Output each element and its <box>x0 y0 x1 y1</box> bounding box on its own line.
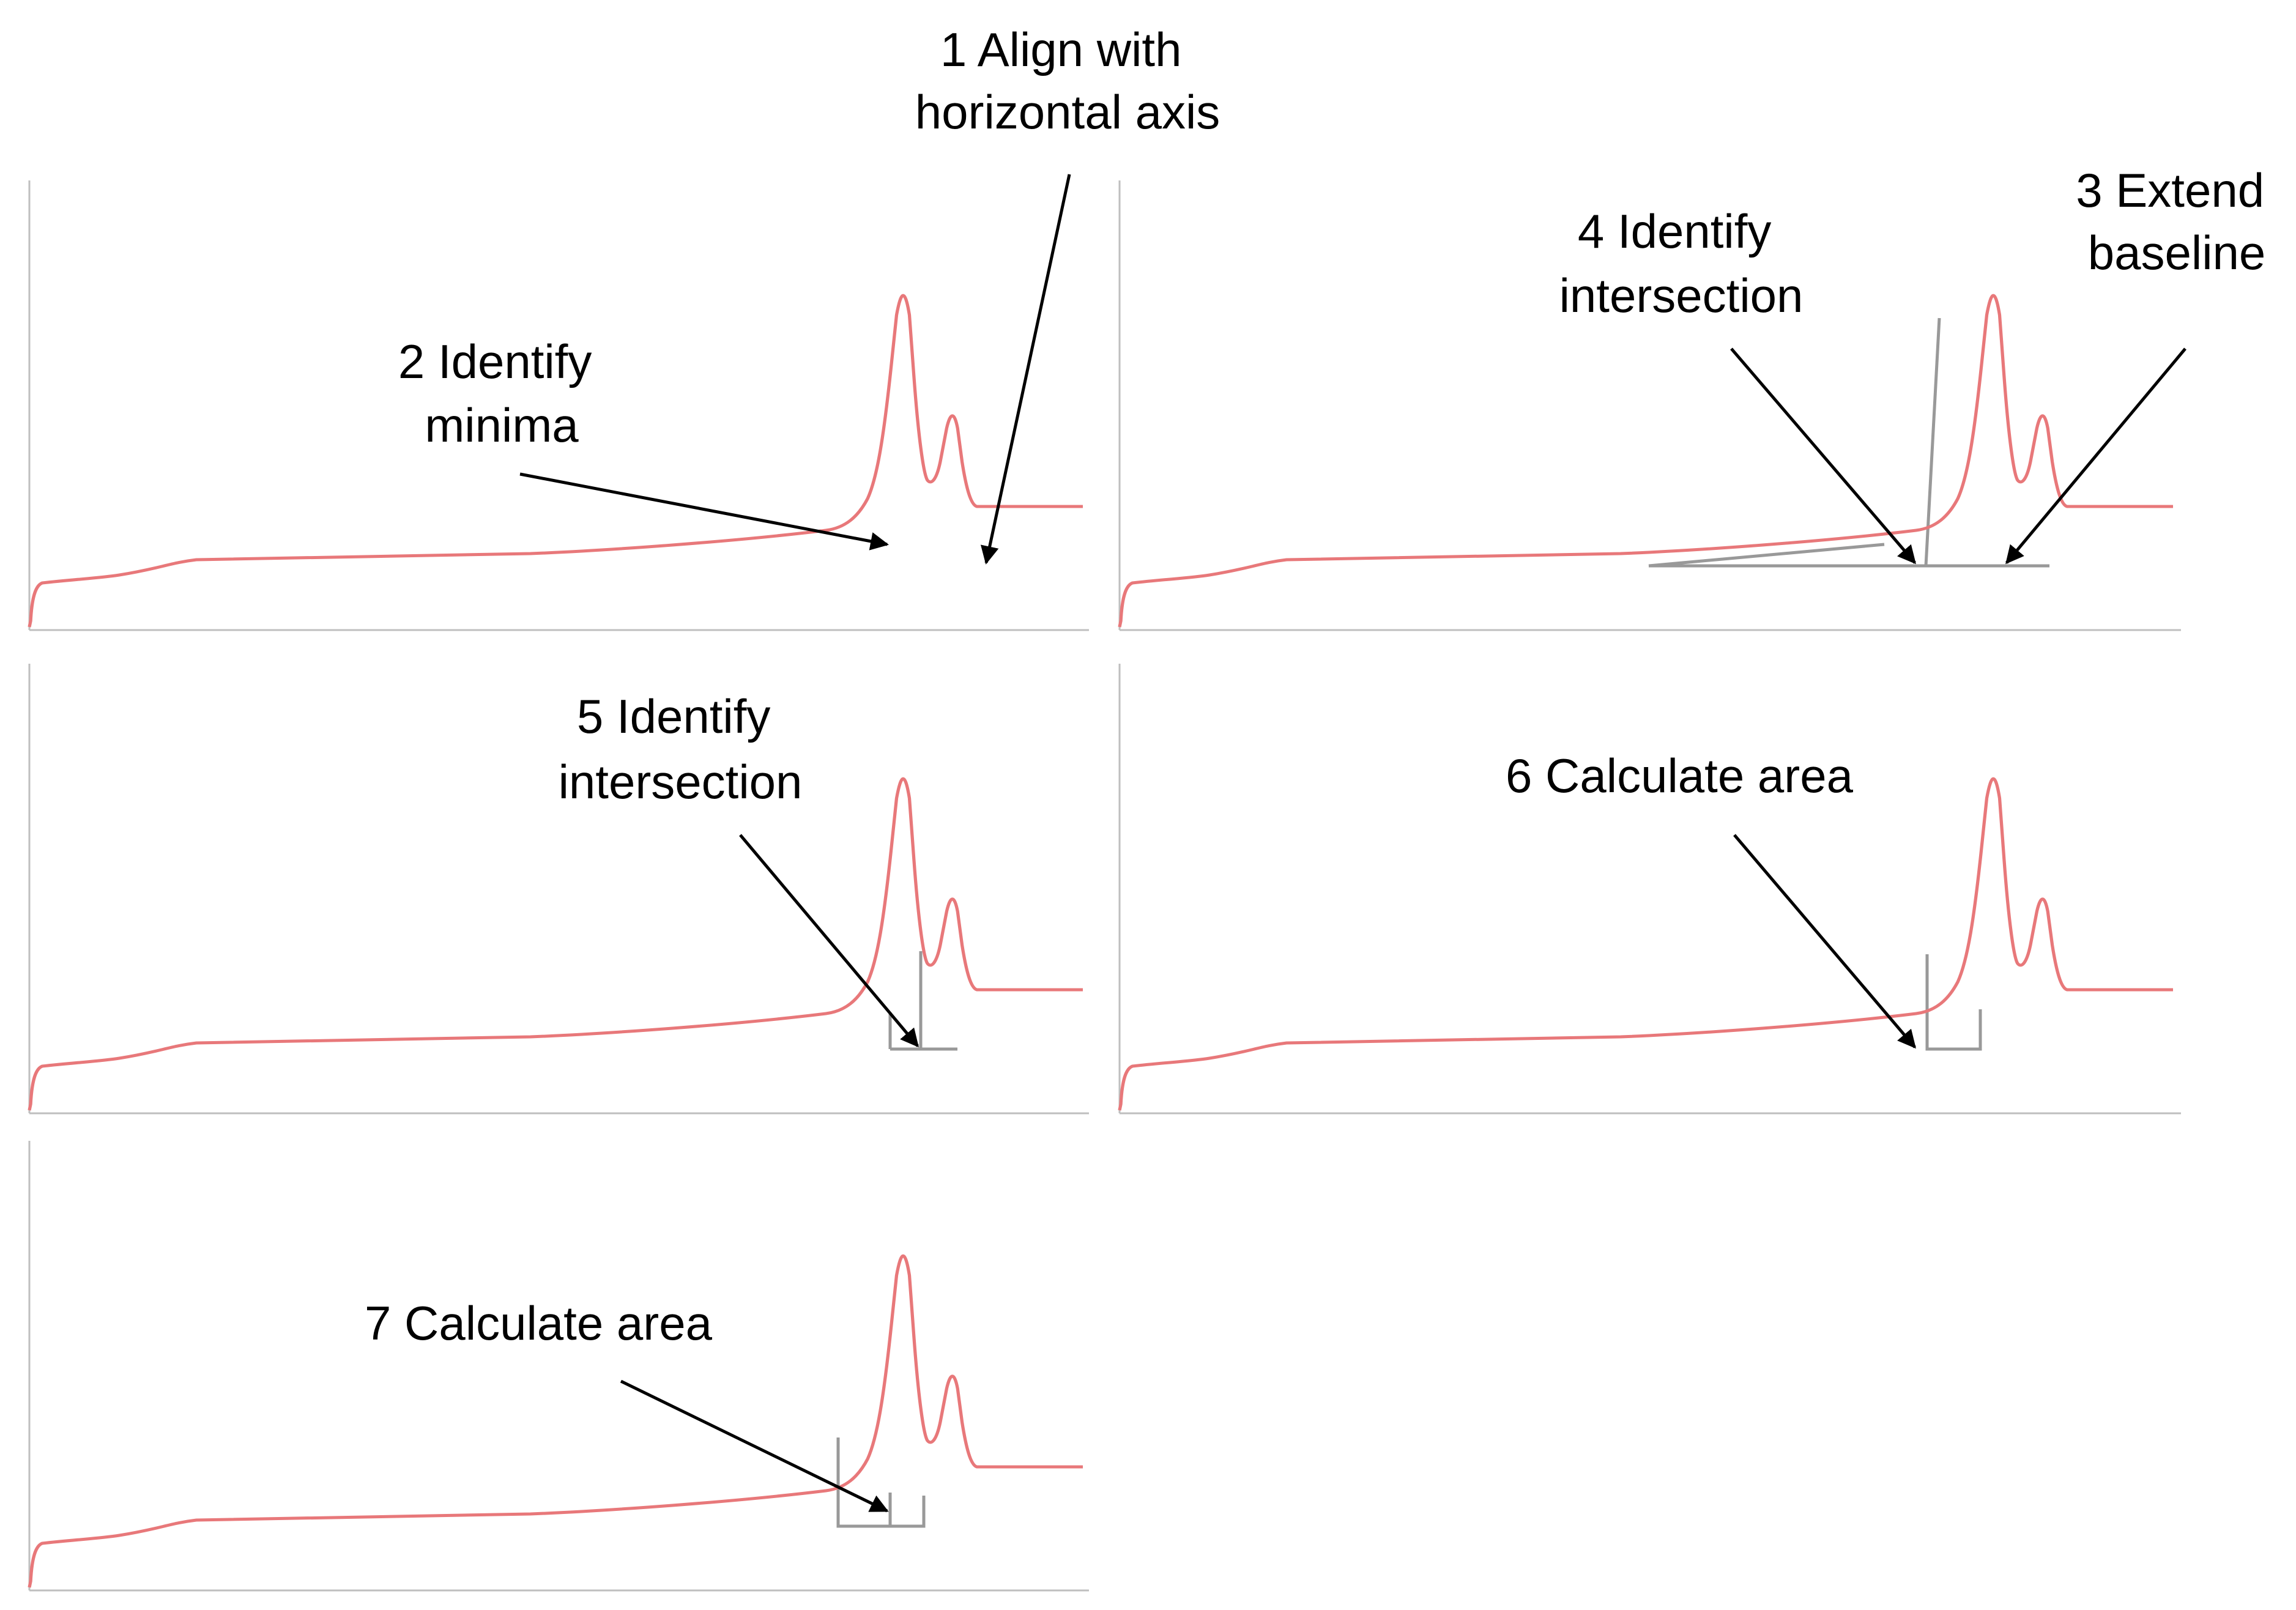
baseline-line <box>888 951 957 1051</box>
panel-axes <box>1118 180 2181 631</box>
annotation-6-label: 6 Calculate area <box>1506 749 1854 803</box>
panel-3: 5 Identify intersection <box>28 664 1089 1115</box>
trace-line <box>29 779 1083 1110</box>
panel-1: 1 Align with horizontal axis 2 Identify … <box>28 23 1220 631</box>
panel-axes <box>28 664 1089 1115</box>
panel-2: 3 Extend baseline 4 Identify intersectio… <box>1118 163 2278 631</box>
annotation-3-arrow <box>2005 347 2186 565</box>
panel-axes <box>28 180 1089 631</box>
annotation-1-arrow <box>980 174 1071 565</box>
panel-4: 6 Calculate area <box>1118 664 2181 1115</box>
annotation-7-label: 7 Calculate area <box>365 1296 713 1350</box>
annotation-6-arrow <box>1733 834 1916 1049</box>
annotation-1-label: 1 Align with horizontal axis <box>915 23 1220 139</box>
annotation-7-arrow <box>620 1379 889 1513</box>
annotation-5-arrow <box>739 834 919 1048</box>
panel-axes <box>28 1141 1089 1592</box>
baseline-line <box>1648 317 2049 568</box>
panel-5: 7 Calculate area <box>28 1141 1089 1592</box>
baseline-line <box>1925 954 1982 1051</box>
annotation-4-arrow <box>1730 347 1916 565</box>
baseline-line <box>836 1438 926 1528</box>
annotation-2-arrow <box>519 472 889 551</box>
panel-axes <box>1118 664 2181 1115</box>
trace-line <box>1120 779 2173 1110</box>
annotation-5-label: 5 Identify intersection <box>559 689 803 809</box>
annotation-4-label: 4 Identify intersection <box>1559 204 1804 322</box>
trace-line <box>1120 295 2173 627</box>
annotation-2-label: 2 Identify minima <box>398 335 605 452</box>
annotation-3-label: 3 Extend baseline <box>2076 163 2278 280</box>
